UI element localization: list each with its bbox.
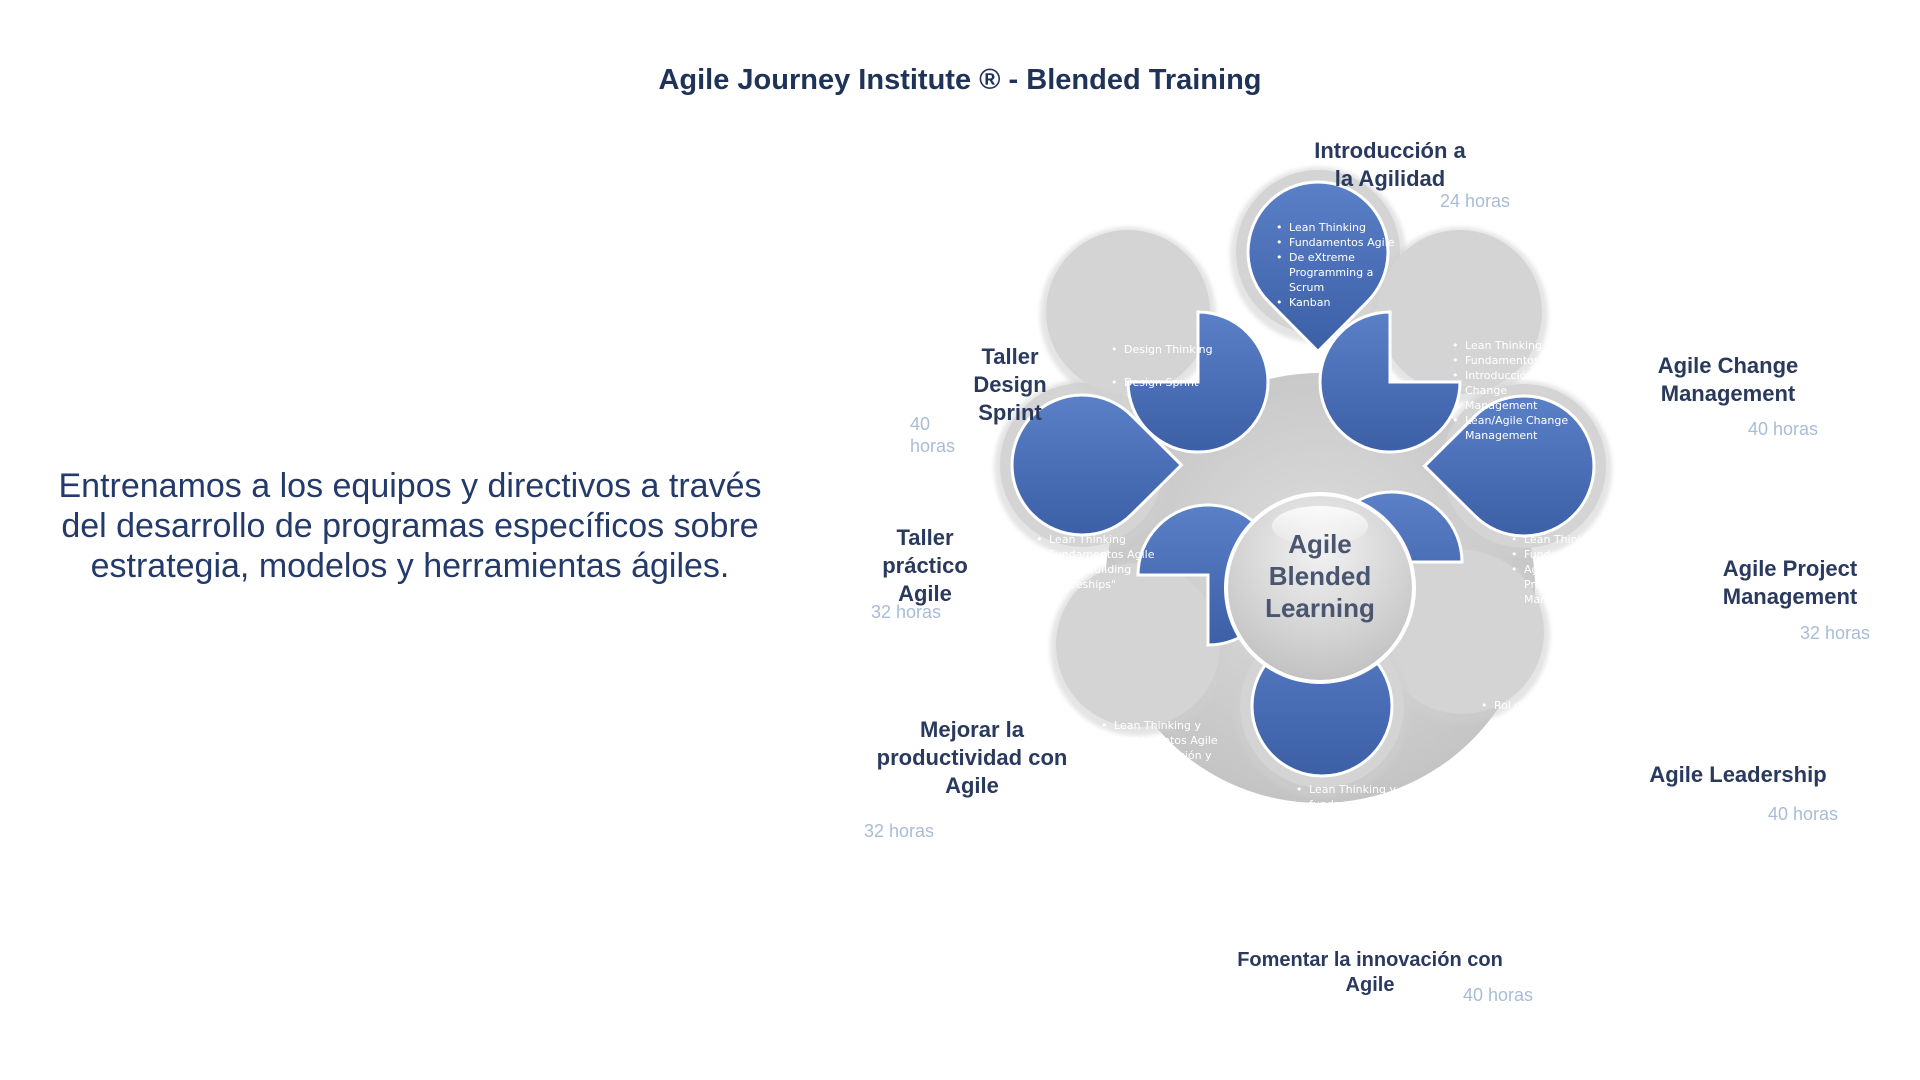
topic-item: Fundamentos Agile bbox=[1035, 547, 1157, 562]
topic-item: Nuevas métricas Lean bbox=[1480, 788, 1610, 818]
topic-item: Lean Thinking bbox=[1275, 220, 1399, 235]
module-innovation-hours: 40 horas bbox=[1463, 985, 1534, 1005]
topic-item: Lean Thinking y fundamentos Agile bbox=[1295, 782, 1417, 812]
module-innovation-topics: Lean Thinking y fundamentos AgileLa cola… bbox=[1295, 782, 1417, 902]
topic-item: La participación y colaboración holístic… bbox=[1100, 748, 1224, 793]
slide-title: Agile Journey Institute ® - Blended Trai… bbox=[658, 64, 1262, 96]
topic-item: Lean/Agile Change Management bbox=[1451, 413, 1571, 443]
training-diagram: Lean ThinkingFundamentos AgileDe eXtreme… bbox=[860, 120, 1920, 1030]
module-pm-hours: 32 horas bbox=[1800, 623, 1871, 643]
topic-item: Design Thinking bbox=[1110, 342, 1230, 357]
topic-item: Agilidad en el Project Management bbox=[1510, 562, 1630, 607]
topic-item: Lean Thinking bbox=[1480, 728, 1610, 743]
topic-item: Kanban bbox=[1275, 295, 1399, 310]
module-intro-hours: 24 horas bbox=[1440, 191, 1511, 211]
module-leadership-hours: 40 horas bbox=[1768, 804, 1839, 824]
topic-item: Los principios de Lean Startup bbox=[1295, 842, 1417, 872]
center-hub bbox=[1228, 496, 1412, 680]
center-line-3: Learning bbox=[1265, 593, 1375, 623]
topic-item: Rol del Líder en los procesos agile bbox=[1480, 698, 1610, 728]
petal-change bbox=[1318, 310, 1462, 454]
topic-item: Fundamentos Agile bbox=[1451, 353, 1571, 368]
topic-item: Fundamentos Agile bbox=[1480, 743, 1610, 758]
topic-item: Fundamentos Agile bbox=[1510, 547, 1630, 562]
topic-item: Design Sprint bbox=[1110, 375, 1230, 390]
topic-item: La empresa visual bbox=[1480, 818, 1610, 833]
module-pm-topics: Lean ThinkingFundamentos AgileAgilidad e… bbox=[1510, 532, 1630, 607]
topic-item: De eXtreme Programming a Scrum bbox=[1275, 250, 1399, 295]
module-productivity-hours: 32 horas bbox=[864, 821, 935, 841]
topic-item: Kanban y Visual Management bbox=[1100, 838, 1224, 868]
topic-item: La metodología GTD bbox=[1100, 808, 1224, 838]
module-change-topics: Lean ThinkingFundamentos AgileIntroducci… bbox=[1451, 338, 1571, 443]
center-line-2: Blended bbox=[1268, 561, 1372, 591]
module-intro-topics: Lean ThinkingFundamentos AgileDe eXtreme… bbox=[1275, 220, 1399, 310]
center-hub-gloss bbox=[1272, 506, 1368, 546]
center-label: Agile Blended Learning bbox=[1240, 528, 1400, 624]
module-leadership-topics: Rol del Líder en los procesos agileLean … bbox=[1480, 698, 1610, 833]
module-workshop-topics: Lean ThinkingFundamentos AgileTaller "Bu… bbox=[1035, 532, 1157, 592]
diagram-layer bbox=[994, 167, 1612, 803]
petal-ring bbox=[1056, 563, 1220, 727]
module-workshop-hours: 32 horas bbox=[871, 602, 942, 622]
topic-item: Taller "Building Spaceships" bbox=[1035, 562, 1157, 592]
topic-item: Los cambios de paradigma bbox=[1480, 758, 1610, 788]
intro-text: Entrenamos a los equipos y directivos a … bbox=[58, 467, 762, 585]
module-change-hours: 40 horas bbox=[1748, 419, 1819, 439]
topic-item: La colaboración holística bbox=[1295, 812, 1417, 842]
topic-item: Lean Thinking y fundamentos Agile bbox=[1100, 718, 1224, 748]
topic-item: Kanban y Visual Mgmt bbox=[1295, 872, 1417, 902]
topic-item: Lean Thinking bbox=[1035, 532, 1157, 547]
topic-item: Introducción a Change Management bbox=[1451, 368, 1571, 413]
topic-item: Fundamentos Agile bbox=[1275, 235, 1399, 250]
topic-item: Kanban bbox=[1100, 793, 1224, 808]
topic-item: Lean Thinking bbox=[1451, 338, 1571, 353]
module-leadership-title: Agile Leadership bbox=[1649, 762, 1827, 787]
diagram-graphics bbox=[994, 167, 1612, 803]
module-design-topics: Design ThinkingDesign Sprint bbox=[1110, 342, 1230, 408]
center-line-1: Agile bbox=[1288, 529, 1352, 559]
module-productivity-topics: Lean Thinking y fundamentos AgileLa part… bbox=[1100, 718, 1224, 868]
topic-item: Lean Thinking bbox=[1510, 532, 1630, 547]
petal-ring bbox=[1380, 550, 1544, 714]
